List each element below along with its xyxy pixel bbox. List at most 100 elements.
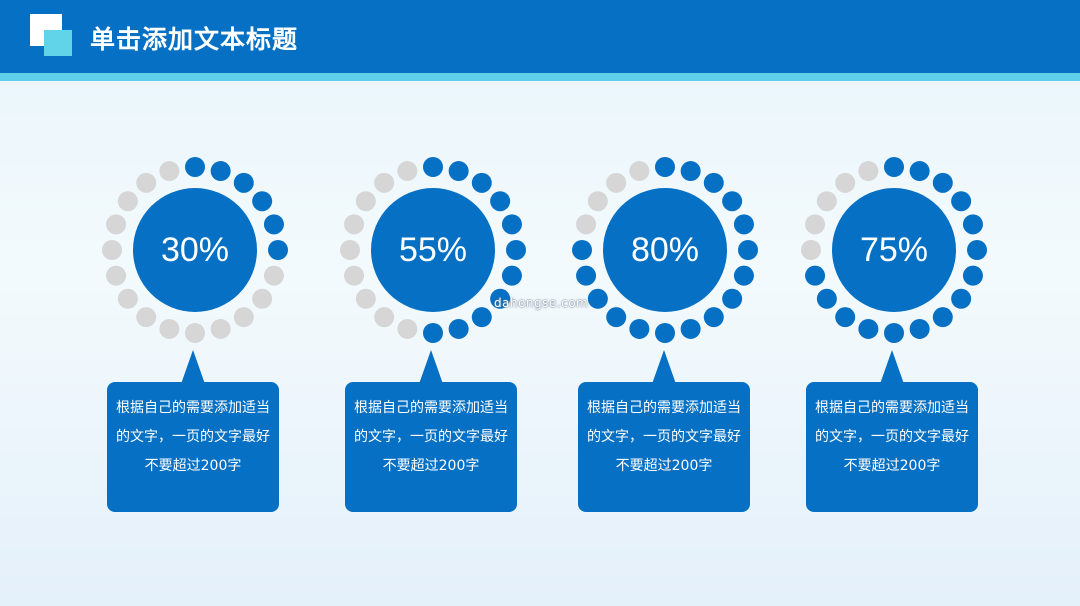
gauge-dot-empty (629, 161, 650, 182)
gauge-core-circle (603, 188, 727, 312)
callout-pointer (419, 350, 443, 384)
gauge-dot-filled (490, 288, 511, 309)
callout-card-2: 根据自己的需要添加适当的文字，一页的文字最好不要超过200字 (345, 350, 517, 512)
gauge-dot-filled (738, 240, 758, 260)
gauge-dot-filled (576, 265, 597, 286)
callout-box[interactable]: 根据自己的需要添加适当的文字，一页的文字最好不要超过200字 (107, 382, 279, 512)
gauge-dot-filled (816, 288, 837, 309)
callout-box[interactable]: 根据自己的需要添加适当的文字，一页的文字最好不要超过200字 (578, 382, 750, 512)
gauge-dot-filled (471, 172, 492, 193)
gauge-dot-empty (397, 318, 418, 339)
logo-square-cyan (44, 30, 72, 56)
gauge-dot-filled (423, 157, 443, 177)
gauge-dot-empty (858, 161, 879, 182)
gauge-dot-filled (606, 307, 627, 328)
callout-text: 根据自己的需要添加适当的文字，一页的文字最好不要超过200字 (116, 400, 270, 474)
gauge-dot-filled (655, 157, 675, 177)
gauge-3: 80% (570, 155, 760, 345)
gauge-dot-filled (680, 318, 701, 339)
gauge-dot-filled (932, 172, 953, 193)
gauge-dot-filled (506, 240, 526, 260)
gauge-dot-empty (587, 191, 608, 212)
gauge-dot-filled (951, 288, 972, 309)
gauge-dot-filled (884, 157, 904, 177)
gauge-1-graphic (102, 157, 288, 343)
gauge-dot-empty (576, 214, 597, 235)
callout-card-4: 根据自己的需要添加适当的文字，一页的文字最好不要超过200字 (806, 350, 978, 512)
gauge-2: 55% (338, 155, 528, 345)
gauge-dot-empty (136, 307, 157, 328)
gauge-dot-filled (703, 172, 724, 193)
gauge-3-graphic (572, 157, 758, 343)
callout-card-3: 根据自己的需要添加适当的文字，一页的文字最好不要超过200字 (578, 350, 750, 512)
gauge-dot-filled (962, 214, 983, 235)
gauge-dot-filled (210, 161, 231, 182)
callout-text: 根据自己的需要添加适当的文字，一页的文字最好不要超过200字 (354, 400, 508, 474)
gauge-3-value: 80% (630, 231, 700, 269)
gauge-dot-filled (448, 318, 469, 339)
callout-text: 根据自己的需要添加适当的文字，一页的文字最好不要超过200字 (815, 400, 969, 474)
gauge-4: 75% (799, 155, 989, 345)
page-title[interactable]: 单击添加文本标题 (90, 25, 299, 54)
gauge-dot-empty (606, 172, 627, 193)
gauge-dot-filled (185, 157, 205, 177)
gauge-dot-empty (805, 214, 826, 235)
gauge-dot-filled (263, 214, 284, 235)
gauge-dot-filled (932, 307, 953, 328)
gauge-dot-filled (471, 307, 492, 328)
gauge-2-value: 55% (398, 231, 468, 269)
gauge-dot-filled (501, 265, 522, 286)
gauge-2-graphic (340, 157, 526, 343)
gauge-4-graphic (801, 157, 987, 343)
callout-pointer (880, 350, 904, 384)
callout-box[interactable]: 根据自己的需要添加适当的文字，一页的文字最好不要超过200字 (345, 382, 517, 512)
gauge-dot-filled (587, 288, 608, 309)
gauge-dot-empty (355, 288, 376, 309)
gauge-dot-filled (448, 161, 469, 182)
gauge-dot-empty (185, 323, 205, 343)
gauge-dot-empty (374, 307, 395, 328)
gauge-4-value: 75% (859, 231, 929, 269)
gauge-dot-filled (858, 318, 879, 339)
gauge-core-circle (371, 188, 495, 312)
callout-card-1: 根据自己的需要添加适当的文字，一页的文字最好不要超过200字 (107, 350, 279, 512)
gauge-dot-empty (344, 214, 365, 235)
gauge-dot-filled (733, 265, 754, 286)
gauge-dot-filled (703, 307, 724, 328)
callout-box[interactable]: 根据自己的需要添加适当的文字，一页的文字最好不要超过200字 (806, 382, 978, 512)
gauge-dot-empty (102, 240, 122, 260)
callout-text: 根据自己的需要添加适当的文字，一页的文字最好不要超过200字 (587, 400, 741, 474)
header-bar: 单击添加文本标题 (0, 0, 1080, 73)
gauge-dot-empty (159, 318, 180, 339)
gauge-dot-filled (962, 265, 983, 286)
gauge-dot-filled (967, 240, 987, 260)
gauge-dot-empty (117, 288, 138, 309)
gauge-dot-filled (733, 214, 754, 235)
gauge-dot-empty (263, 265, 284, 286)
gauge-dot-filled (722, 191, 743, 212)
gauge-dot-filled (951, 191, 972, 212)
gauge-dot-filled (909, 318, 930, 339)
gauge-dot-filled (835, 307, 856, 328)
gauge-dot-filled (233, 172, 254, 193)
gauge-dot-empty (344, 265, 365, 286)
gauge-dot-filled (680, 161, 701, 182)
gauge-dot-filled (423, 323, 443, 343)
gauge-dot-filled (722, 288, 743, 309)
gauge-dot-filled (884, 323, 904, 343)
gauge-dot-filled (805, 265, 826, 286)
gauge-dot-empty (801, 240, 821, 260)
gauge-dot-filled (655, 323, 675, 343)
header-accent-stripe (0, 73, 1080, 81)
gauge-dot-filled (629, 318, 650, 339)
gauge-dot-empty (210, 318, 231, 339)
gauge-dot-empty (159, 161, 180, 182)
gauge-dot-empty (106, 265, 127, 286)
gauge-dot-empty (106, 214, 127, 235)
gauge-dot-empty (397, 161, 418, 182)
gauge-core-circle (832, 188, 956, 312)
watermark: dahongse.com (494, 296, 589, 310)
gauge-dot-empty (117, 191, 138, 212)
gauge-dot-empty (816, 191, 837, 212)
gauge-dot-filled (490, 191, 511, 212)
